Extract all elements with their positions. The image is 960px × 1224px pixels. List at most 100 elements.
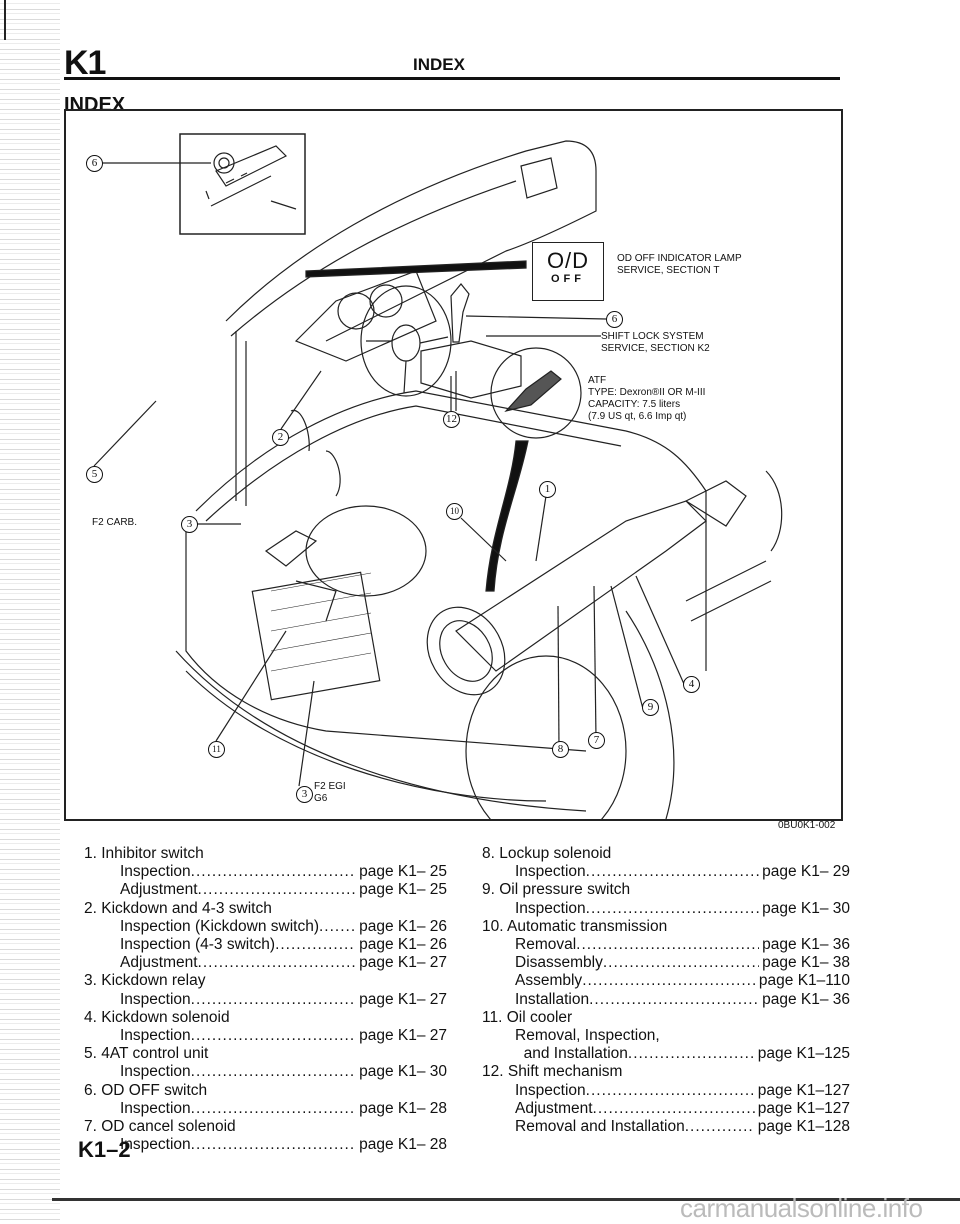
marker-3-carb: 3 (181, 516, 198, 533)
subentry-label: Disassembly (515, 954, 603, 972)
callout-f2-carb: F2 CARB. (92, 517, 138, 528)
index-subentry: Inspection page K1– 29 (482, 863, 850, 881)
subentry-label: Inspection (515, 863, 586, 881)
page-reference: page K1– 30 (762, 899, 850, 917)
index-subentry: Inspection page K1– 25 (84, 863, 447, 881)
page-reference: page K1–127 (757, 1099, 850, 1117)
subentry-label: Adjustment (120, 954, 198, 972)
page-reference: page K1– 28 (359, 1099, 447, 1117)
index-entry-title: 8. Lockup solenoid (482, 845, 612, 862)
subentry-label: Inspection (120, 1027, 191, 1045)
marker-6-shift: 6 (606, 311, 623, 328)
subentry-label: Inspection (120, 863, 191, 881)
index-subentry: Inspection (Kickdown switch)page K1– 26 (84, 918, 447, 936)
marker-2: 2 (272, 429, 289, 446)
marker-3-egi: 3 (296, 786, 313, 803)
figure-id: 0BU0K1-002 (778, 820, 836, 831)
index-subentry: Inspectionpage K1– 30 (482, 900, 850, 918)
dot-leader (191, 1136, 356, 1154)
index-subentry: Inspectionpage K1– 27 (84, 991, 447, 1009)
leader-3-egi (298, 680, 315, 787)
index-entry-title: 3. Kickdown relay (84, 972, 206, 990)
dot-leader (593, 1100, 755, 1118)
index-entry: 6. OD OFF switchInspectionpage K1– 28 (84, 1082, 447, 1118)
marker-5: 5 (86, 466, 103, 483)
dot-leader (586, 900, 759, 918)
index-entry-title: 1. Inhibitor switch (84, 845, 204, 862)
page-reference: page K1– 25 (359, 863, 447, 881)
index-subentry: Inspection page K1– 30 (84, 1063, 447, 1081)
dot-leader (191, 863, 356, 881)
leader-7 (593, 585, 597, 740)
index-list-left: 1. Inhibitor switchInspectionpage K1– 25… (84, 845, 447, 1154)
index-entry: 12. Shift mechanismInspectionpage K1–127… (482, 1063, 850, 1136)
index-subentry: Adjustment page K1– 27 (84, 954, 447, 972)
scan-binding-edge (0, 0, 60, 1222)
subentry-label: Inspection (120, 1099, 191, 1117)
subentry-label: Removal and Installation (515, 1118, 685, 1136)
scan-mark (4, 0, 6, 40)
callout-od-off-lamp: OD OFF INDICATOR LAMP SERVICE, SECTION T (617, 253, 742, 277)
page-reference: page K1– 27 (359, 954, 447, 972)
index-entry-title: 10. Automatic transmission (482, 917, 668, 935)
dot-leader (603, 954, 759, 972)
subentry-label: Adjustment (120, 881, 198, 899)
dot-leader (198, 881, 357, 899)
index-entry: 9. Oil pressure switchInspectionpage K1–… (482, 881, 850, 917)
index-entry: 3. Kickdown relayInspectionpage K1– 27 (84, 972, 447, 1008)
index-entry-title: 2. Kickdown and 4-3 switch (84, 899, 272, 917)
page-reference: page K1–127 (757, 1081, 850, 1099)
inset-od-off-switch (179, 133, 306, 235)
index-subentry: Inspection page K1–127 (482, 1082, 850, 1100)
subentry-label: Removal (515, 936, 577, 954)
footer-rule (52, 1198, 960, 1201)
page-reference: page K1– 30 (359, 1063, 447, 1081)
callout-line: TYPE: Dexron®II OR M-III (588, 387, 706, 398)
transmission-component-diagram: O/D OFF OD OFF INDICATOR LAMP SERVICE, S… (64, 109, 843, 821)
page-reference: page K1– 29 (762, 863, 850, 881)
watermark: carmanualsonline.info (680, 1193, 923, 1223)
dot-leader (319, 918, 356, 936)
subentry-label: Inspection (515, 1081, 586, 1099)
index-entry-title: 11. Oil cooler (482, 1008, 573, 1026)
page-reference: page K1– 28 (359, 1136, 447, 1154)
index-subentry: Adjustment page K1– 25 (84, 881, 447, 899)
od-off-indicator-box: O/D OFF (532, 242, 604, 301)
dot-leader (191, 1027, 356, 1045)
leader-11 (215, 630, 287, 742)
index-entry: 4. Kickdown solenoidInspectionpage K1– 2… (84, 1009, 447, 1045)
leader-8 (557, 605, 560, 750)
od-indicator-off-glyph: OFF (551, 273, 585, 285)
callout-line: ATF (588, 375, 607, 386)
index-entry-title: 7. OD cancel solenoid (84, 1118, 236, 1136)
leader-9 (610, 585, 644, 710)
subentry-label: Assembly (515, 972, 583, 990)
index-subentry: Removal, Inspection, (482, 1027, 850, 1045)
leader-2 (280, 370, 322, 430)
dot-leader (685, 1118, 755, 1136)
section-title: INDEX (413, 55, 465, 74)
index-subentry: Disassemblypage K1– 38 (482, 954, 850, 972)
marker-12: 12 (443, 411, 460, 428)
callout-line: OD OFF INDICATOR LAMP (617, 253, 742, 264)
dot-leader (191, 1100, 356, 1118)
dot-leader (628, 1045, 755, 1063)
callout-line: F2 EGI (314, 781, 346, 792)
subentry-label: Inspection (120, 1136, 191, 1154)
dot-leader (586, 863, 759, 881)
page-reference: page K1–110 (758, 972, 850, 990)
page-reference: page K1– 25 (359, 881, 447, 899)
header-rule (64, 77, 840, 80)
marker-7: 7 (588, 732, 605, 749)
index-subentry: Removal and Installationpage K1–128 (482, 1118, 850, 1136)
page-reference: page K1– 27 (359, 1027, 447, 1045)
subentry-label: Inspection (Kickdown switch) (120, 917, 319, 935)
dot-leader (576, 936, 759, 954)
subentry-label: Inspection (120, 1063, 191, 1081)
index-entry-title: 9. Oil pressure switch (482, 881, 631, 899)
section-code: K1 (64, 44, 106, 82)
callout-line: SERVICE, SECTION K2 (601, 343, 710, 354)
